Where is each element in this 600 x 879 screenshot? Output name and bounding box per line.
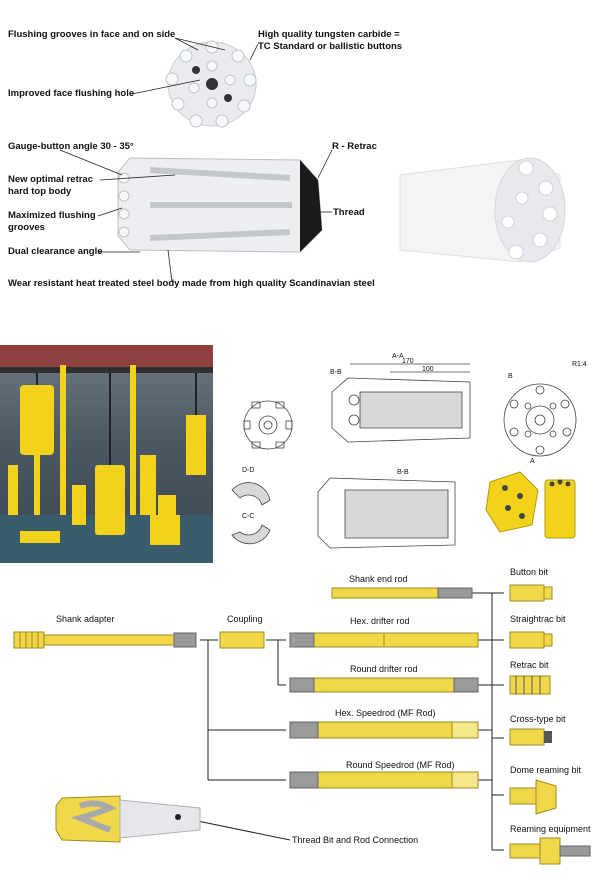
top-drawing [59, 37, 566, 283]
drawing-sections-dd-cc [231, 482, 271, 545]
drawing-face-left [243, 400, 293, 450]
label-round-drifter-rod: Round drifter rod [350, 664, 418, 674]
hex-drifter-rod-part [289, 632, 479, 648]
reaming-equipment-part [509, 837, 591, 865]
straightrac-bit-part [509, 631, 553, 649]
shank-adapter-part [13, 631, 197, 649]
drawing-note: R1:4 [572, 361, 587, 368]
dome-reaming-bit-part [509, 779, 557, 815]
label-cross-type-bit: Cross-type bit [510, 714, 566, 724]
shank-end-rod-part [331, 587, 473, 599]
drawing-letter-a: A [530, 458, 535, 465]
label-shank-adapter: Shank adapter [56, 614, 115, 624]
label-max-flushing-line1: Maximized flushing [8, 210, 96, 221]
label-reaming-equipment: Reaming equipment [510, 824, 591, 834]
yellow-bits-render [485, 471, 576, 539]
label-thread-connection: Thread Bit and Rod Connection [292, 835, 419, 845]
round-speedrod-part [289, 771, 479, 789]
round-drifter-rod-part [289, 677, 479, 693]
hex-speedrod-part [289, 721, 479, 739]
button-bit-part [509, 584, 553, 602]
drawing-section-aa [331, 363, 471, 443]
drawing-label-dd: D-D [242, 467, 255, 474]
label-r-retrac: R - Retrac [332, 141, 377, 152]
label-wear-resistant: Wear resistant heat treated steel body m… [8, 278, 375, 289]
label-face-flushing-hole: Improved face flushing hole [8, 88, 135, 99]
label-hex-speedrod: Hex. Speedrod (MF Rod) [335, 708, 436, 718]
bit-3d-view [399, 157, 566, 263]
label-straightrac-bit: Straightrac bit [510, 614, 566, 624]
drawing-dim-100: 100 [422, 366, 434, 373]
drawing-face-right [503, 383, 577, 457]
label-tungsten-carbide-line1: High quality tungsten carbide = [258, 29, 400, 40]
drawing-label-bb-lower: B-B [397, 469, 409, 476]
bit-face-view [165, 40, 257, 128]
label-coupling: Coupling [227, 614, 263, 624]
connector-lines [177, 592, 504, 851]
label-shank-end-rod: Shank end rod [349, 574, 408, 584]
label-max-flushing-line2: grooves [8, 222, 45, 233]
drawing-letter-b: B [508, 373, 513, 380]
drawing-label-bb-left: B-B [330, 369, 342, 376]
drawing-dim-170: 170 [402, 358, 414, 365]
bit-side-view [117, 157, 323, 253]
factory-photo [0, 345, 213, 563]
label-round-speedrod: Round Speedrod (MF Rod) [346, 760, 455, 770]
retrac-bit-part [509, 675, 551, 695]
cross-type-bit-part [509, 728, 552, 746]
label-hex-drifter-rod: Hex. drifter rod [350, 616, 410, 626]
technical-drawings [231, 363, 577, 549]
factory-photo-art [0, 345, 213, 563]
label-thread: Thread [333, 207, 365, 218]
top-leader-lines [59, 37, 333, 283]
label-dual-clearance: Dual clearance angle [8, 246, 103, 257]
label-tungsten-carbide-line2: TC Standard or ballistic buttons [258, 41, 403, 52]
coupling-part [219, 631, 265, 649]
thread-connection-part [55, 795, 201, 843]
drawing-label-cc: C-C [242, 513, 255, 520]
label-retrac-bit: Retrac bit [510, 660, 549, 670]
label-gauge-button-angle: Gauge-button angle 30 - 35° [8, 141, 134, 152]
label-retrac-body-line2: hard top body [8, 186, 72, 197]
label-dome-reaming-bit: Dome reaming bit [510, 765, 582, 775]
label-retrac-body-line1: New optimal retrac [8, 174, 93, 185]
label-flushing-grooves: Flushing grooves in face and on side [8, 29, 176, 40]
label-button-bit: Button bit [510, 567, 549, 577]
drawing-label-aa: A-A [392, 353, 404, 360]
drawing-section-bb [317, 477, 456, 549]
